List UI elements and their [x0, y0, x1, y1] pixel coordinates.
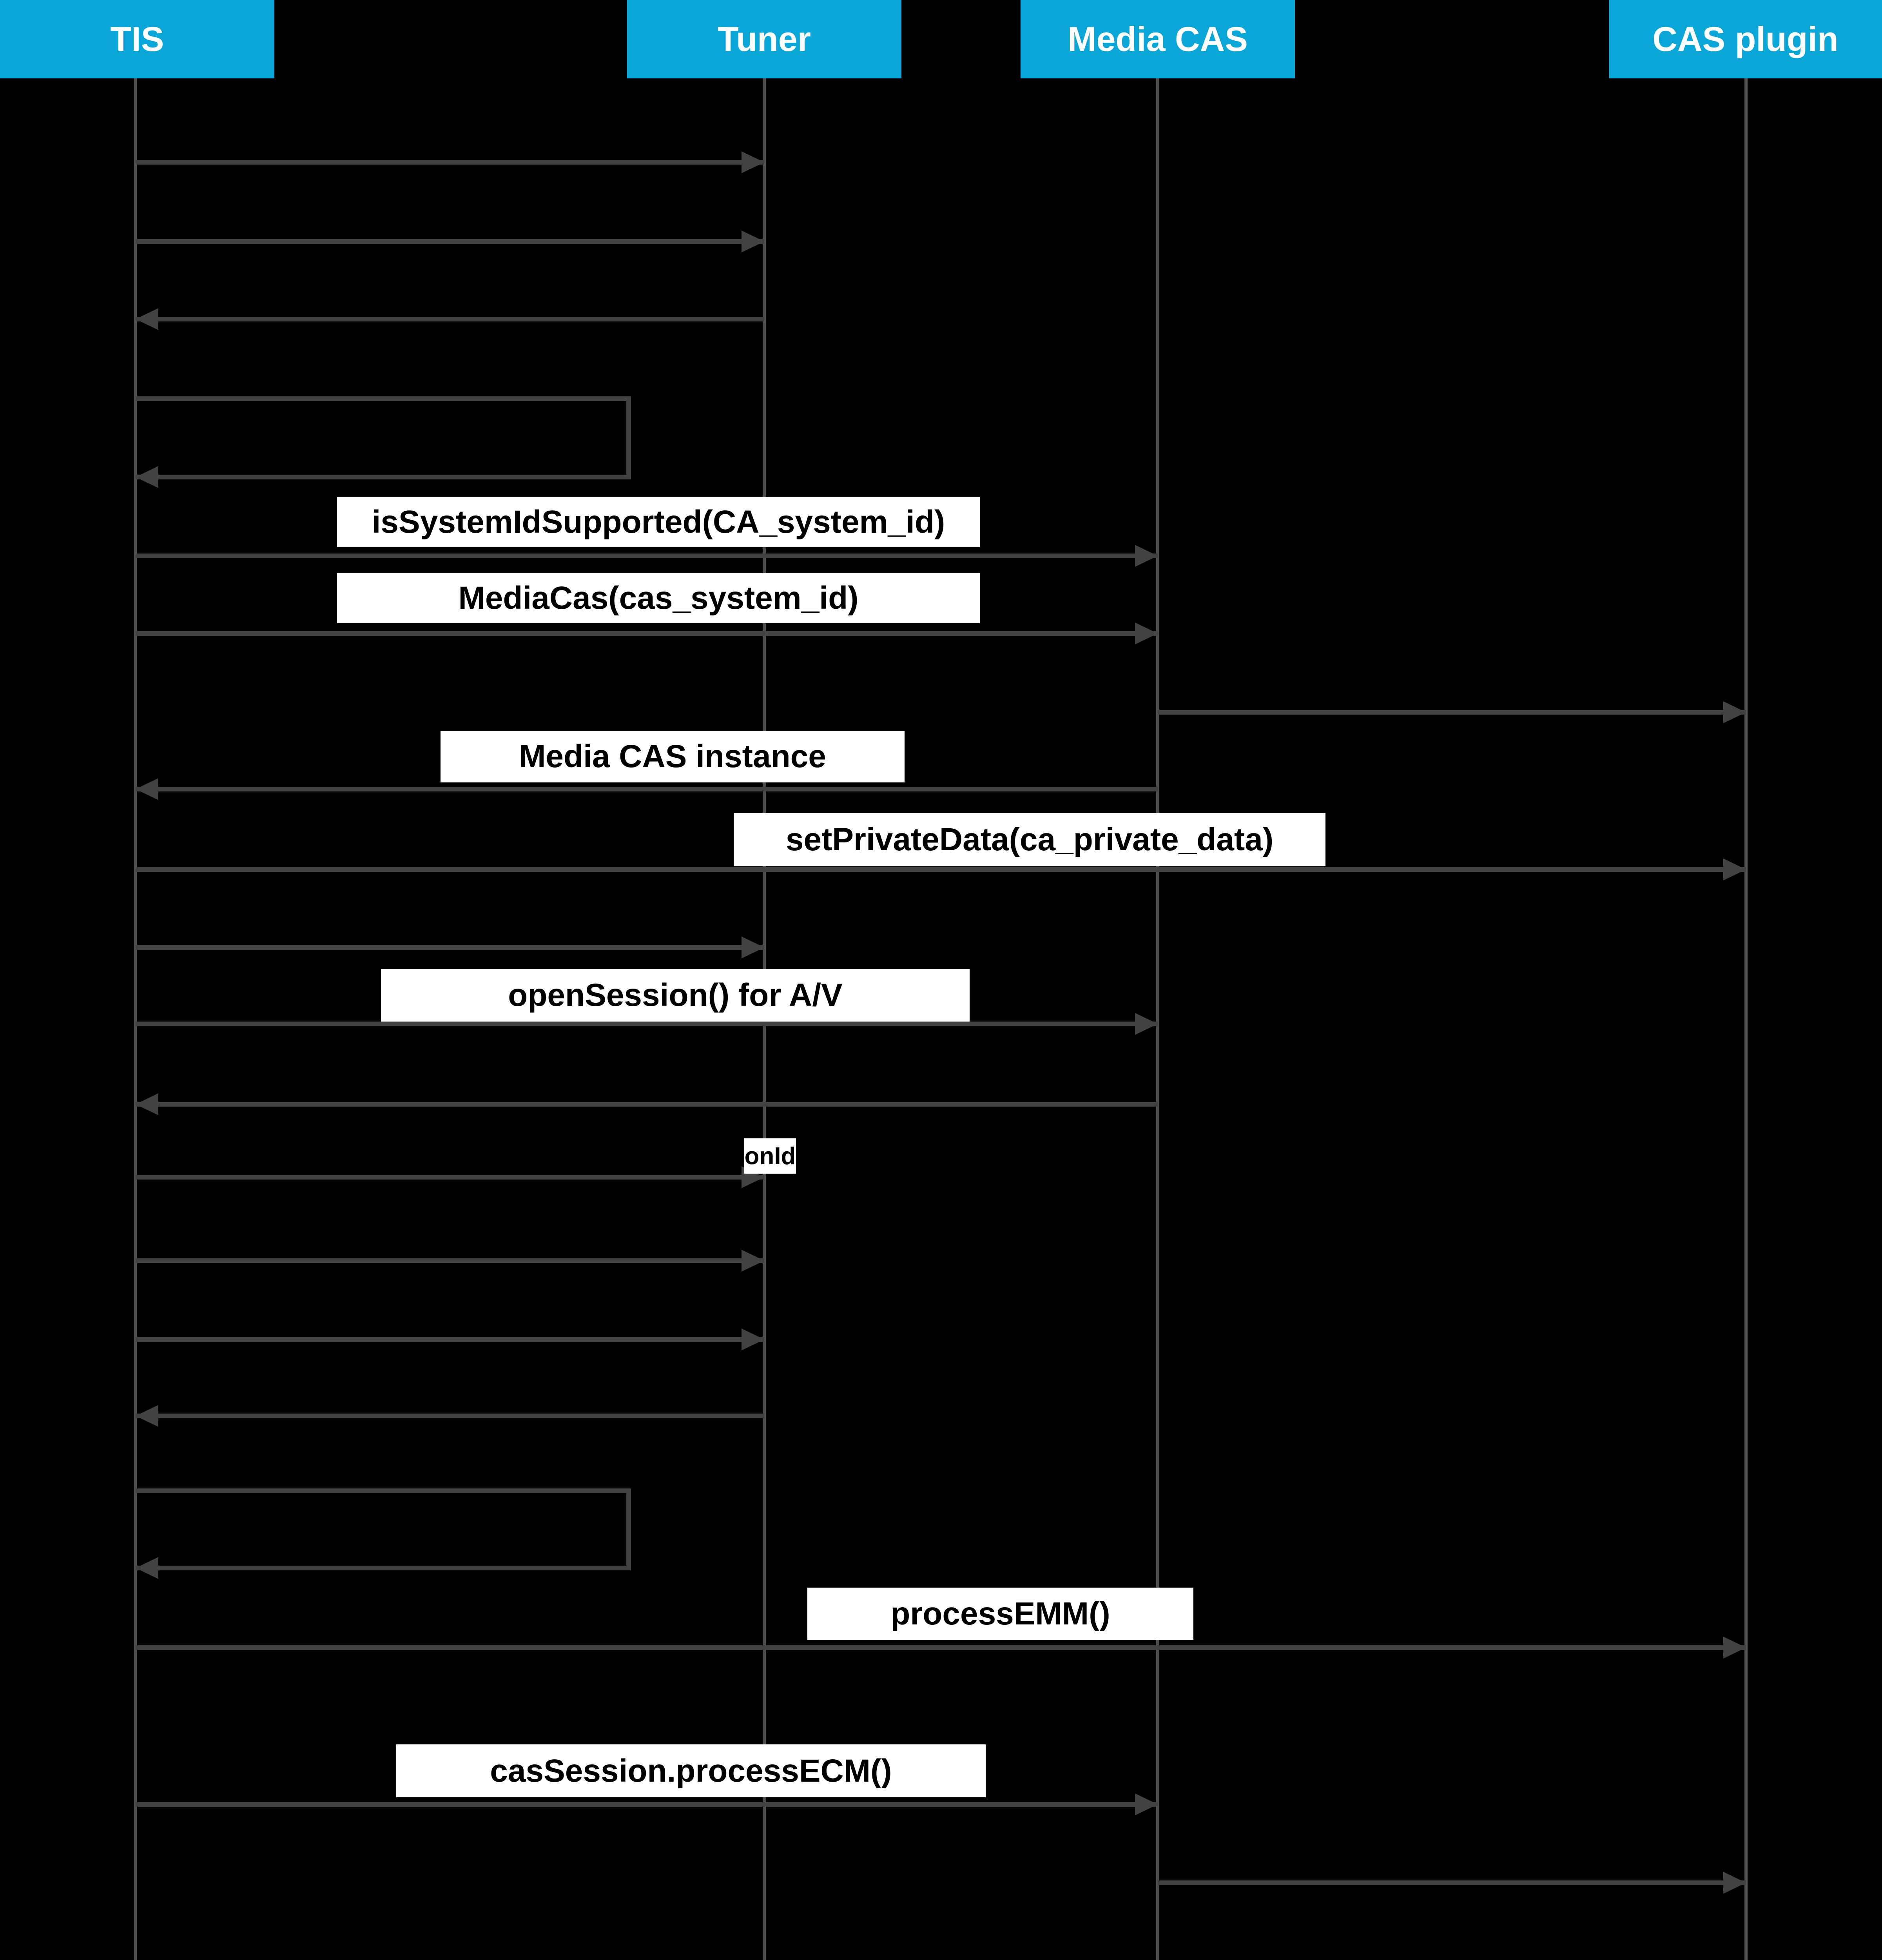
self-loop-2-right: [626, 1488, 631, 1570]
actor-top-cas-plugin: CAS plugin: [1609, 0, 1882, 78]
lifeline-tis: [134, 78, 137, 1960]
message-label-mediacas: MediaCas(cas_system_id): [337, 573, 980, 623]
message-label-issystemidsupported: isSystemIdSupported(CA_system_id): [337, 497, 980, 547]
self-loop-1-return: [136, 475, 631, 479]
arrow-tuner-to-tis-2: [136, 1414, 764, 1418]
lifeline-cas-plugin: [1744, 78, 1748, 1960]
actor-top-tuner: Tuner: [627, 0, 901, 78]
arrow-issystemidsupported: [136, 554, 1158, 558]
arrow-setprivatedata: [136, 867, 1746, 872]
arrow-tis-to-tuner-3: [136, 945, 764, 950]
message-label-processemm: processEMM(): [807, 1588, 1193, 1640]
arrow-opensession: [136, 1022, 1158, 1026]
arrow-tis-to-tuner-4: [136, 1258, 764, 1263]
self-loop-1-right: [626, 396, 631, 479]
arrow-tis-to-tuner-5: [136, 1337, 764, 1342]
self-loop-2-top: [136, 1488, 631, 1493]
arrow-mediacas-to-tis-2: [136, 1102, 1158, 1107]
arrow-tis-to-tuner-1: [136, 160, 764, 165]
arrow-tuner-to-tis-1: [136, 317, 764, 321]
actor-top-media-cas: Media CAS: [1021, 0, 1295, 78]
actor-top-tis: TIS: [0, 0, 274, 78]
message-label-media-cas-instance: Media CAS instance: [441, 731, 905, 782]
arrow-mediacas-to-casplugin-1: [1158, 710, 1746, 715]
message-label-opensession: openSession() for A/V: [381, 969, 970, 1022]
arrow-media-cas-instance: [136, 787, 1158, 791]
message-label-setprivatedata: setPrivateData(ca_private_data): [734, 813, 1325, 866]
message-label-processecm: casSession.processECM(): [396, 1744, 986, 1797]
arrow-processemm: [136, 1645, 1746, 1650]
arrow-mediacas-constructor: [136, 631, 1158, 636]
self-loop-1-top: [136, 396, 631, 401]
arrow-onid: [136, 1175, 764, 1180]
self-loop-2-return: [136, 1566, 631, 1570]
arrow-processecm: [136, 1802, 1158, 1807]
lifeline-media-cas: [1156, 78, 1159, 1960]
arrow-mediacas-to-casplugin-2: [1158, 1880, 1746, 1885]
message-label-onid: onId: [744, 1138, 796, 1174]
arrow-tis-to-tuner-2: [136, 239, 764, 244]
